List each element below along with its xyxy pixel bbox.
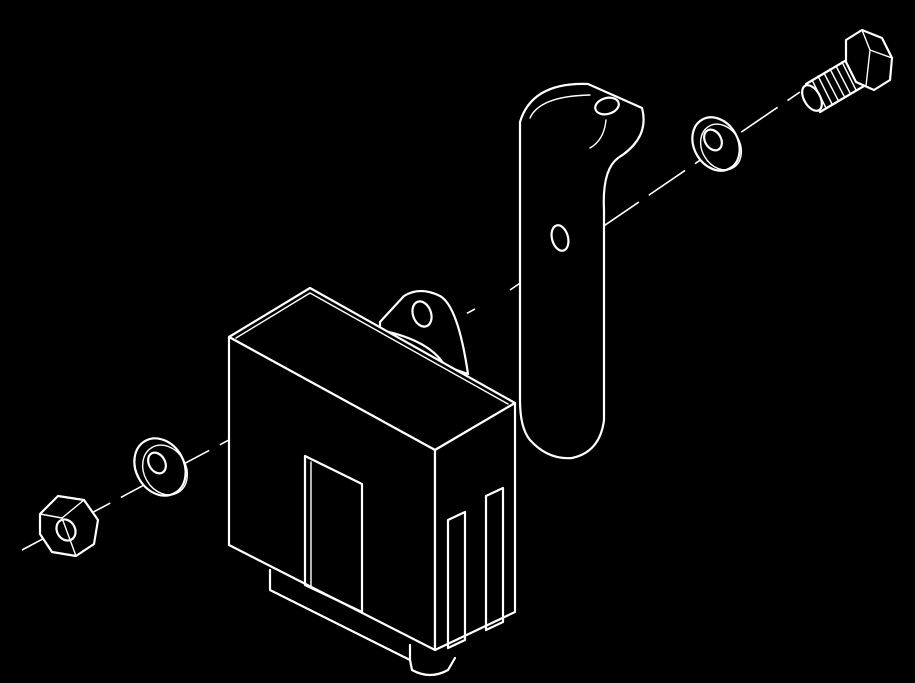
relay-module [227,286,517,677]
relay-terminal-slot [446,510,467,650]
hex-nut [38,494,100,558]
relay-base [268,568,412,662]
relay-right-face [433,401,517,652]
relay-tab-hole [411,300,433,328]
relay-terminal-slot [484,486,505,632]
bracket-top-hole [594,96,620,116]
lock-washer [691,116,743,172]
bracket-body [518,82,645,460]
relay-recess [303,454,364,614]
hex-bolt [801,28,894,114]
flat-washer [133,437,189,497]
relay-mounting-tab [378,289,470,376]
bracket-side-hole [550,224,570,252]
l-bracket [518,82,645,460]
